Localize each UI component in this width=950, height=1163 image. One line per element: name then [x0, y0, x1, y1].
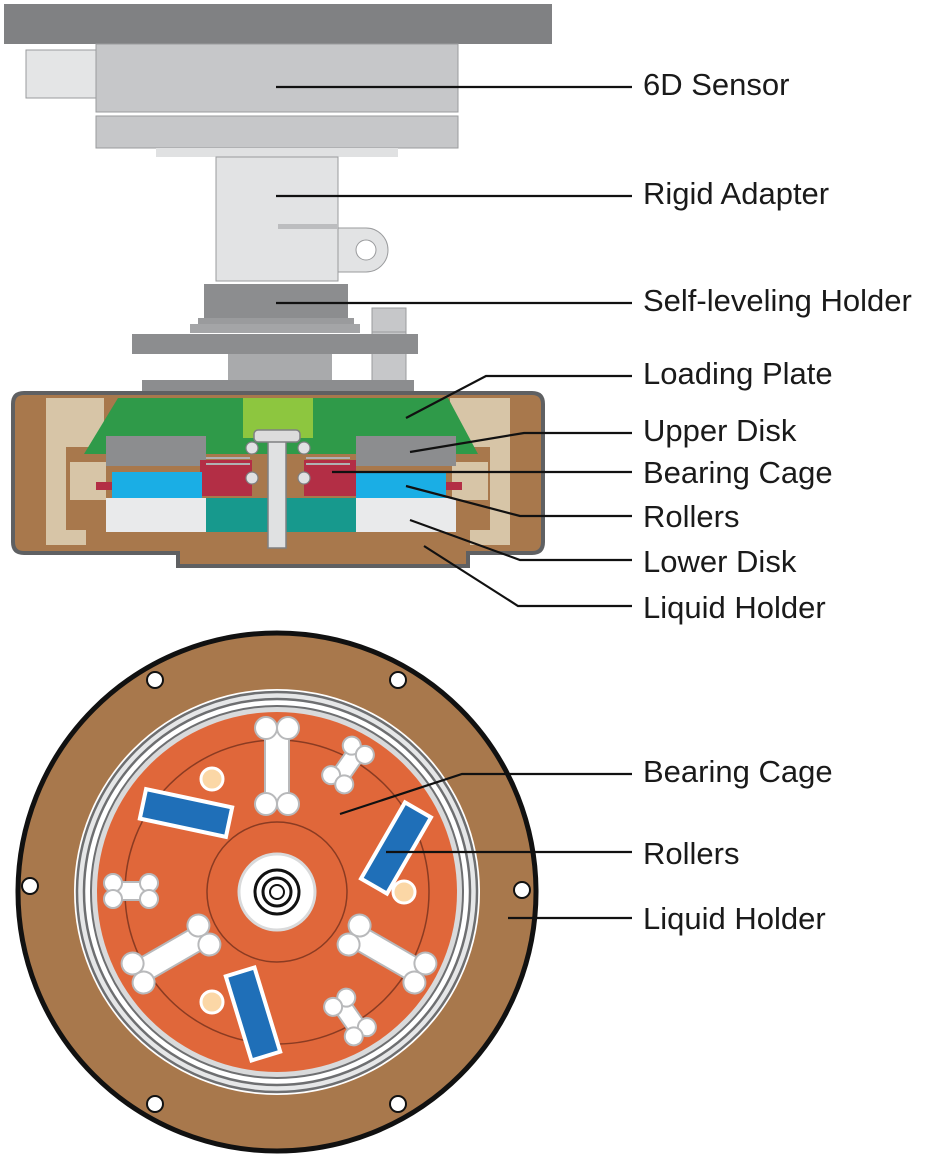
mount-hole-1: [146, 671, 164, 689]
roller-3: [223, 965, 283, 1063]
cage-slot-large-1: [254, 716, 300, 816]
sensor-side-tab: [25, 49, 99, 99]
leader-rollers: [405, 484, 632, 518]
hub: [237, 852, 317, 932]
cage-slot-small-3: [323, 987, 377, 1047]
label-top-bearing-cage: Bearing Cage: [643, 754, 833, 789]
mount-hole-5: [146, 1095, 164, 1113]
top-view-labels: Bearing Cage Rollers Liquid Holder: [643, 754, 833, 936]
label-upper-disk: Upper Disk: [643, 413, 797, 448]
cage-pin-2: [391, 879, 417, 905]
roller-left: [112, 472, 202, 498]
center-shaft: [267, 437, 287, 549]
self-leveling-holder-step-2: [190, 324, 360, 333]
spring-right: [306, 457, 350, 465]
cage-pins: [199, 766, 417, 1015]
cage-pin-1: [199, 766, 225, 792]
cage-slot-small-1: [321, 735, 375, 795]
side-post-cap: [371, 307, 407, 333]
hub-ring-2: [261, 876, 293, 908]
6d-sensor-body: [95, 43, 459, 113]
leader-liquid-holder: [423, 545, 632, 608]
side-view-leaders: [276, 85, 632, 608]
side-view: [4, 4, 552, 568]
self-leveling-holder-step-1: [198, 318, 354, 326]
inner-step-left: [70, 462, 106, 500]
top-view: [15, 630, 539, 1154]
roller-2: [358, 799, 434, 897]
label-6d-sensor: 6D Sensor: [643, 67, 789, 102]
rigid-adapter-body: [215, 156, 339, 282]
label-rollers: Rollers: [643, 499, 739, 534]
cage-slots: [103, 716, 438, 1047]
top-view-leaders: [339, 772, 632, 920]
rigid-adapter-hole: [355, 239, 377, 261]
leader-lower-disk: [409, 518, 632, 562]
mount-hole-4: [513, 881, 531, 899]
label-rigid-adapter: Rigid Adapter: [643, 176, 829, 211]
shaft-bolt-left-top: [245, 441, 259, 455]
sensor-flange: [156, 148, 398, 157]
loading-flange-plate: [132, 334, 418, 354]
label-top-liquid-holder: Liquid Holder: [643, 901, 826, 936]
label-loading-plate: Loading Plate: [643, 356, 833, 391]
label-lower-disk: Lower Disk: [643, 544, 797, 579]
label-liquid-holder: Liquid Holder: [643, 590, 826, 625]
cage-slot-large-2: [120, 913, 222, 995]
cage-track-inner: [206, 821, 348, 963]
mount-hole-3: [21, 877, 39, 895]
hub-ring-1: [253, 868, 301, 916]
leader-upper-disk: [409, 431, 632, 454]
bearing-cage-left: [200, 460, 252, 496]
mount-hole-6: [389, 1095, 407, 1113]
mounting-holes: [21, 671, 531, 1113]
cage-pin-3: [199, 989, 225, 1015]
cage-slot-small-2: [103, 873, 159, 909]
upper-disk-left: [106, 436, 206, 466]
loading-neck: [228, 354, 332, 380]
shaft-bolt-left: [245, 471, 259, 485]
machine-plate: [4, 4, 552, 44]
hub-ring-3: [269, 884, 285, 900]
rigid-adapter-slot: [278, 224, 338, 229]
lower-disk-left: [106, 498, 206, 532]
cage-slot-large-3: [336, 913, 438, 995]
leader-loading-plate: [405, 374, 632, 419]
6d-sensor-lower: [95, 115, 459, 149]
inner-step-right: [452, 462, 488, 500]
bearing-cage-outer-right: [444, 482, 462, 490]
shaft-bolt-right-top: [297, 441, 311, 455]
shaft-cap: [253, 429, 301, 443]
top-rollers: [137, 786, 434, 1063]
label-top-rollers: Rollers: [643, 836, 739, 871]
leader-top-bearing-cage: [339, 772, 632, 816]
roller-1: [137, 786, 235, 840]
side-view-labels: 6D Sensor Rigid Adapter Self-leveling Ho…: [643, 67, 912, 625]
bearing-cage-right: [304, 460, 356, 496]
upper-disk-right: [356, 436, 456, 466]
mount-hole-2: [389, 671, 407, 689]
label-bearing-cage: Bearing Cage: [643, 455, 833, 490]
bearing-cage-outer-left: [96, 482, 114, 490]
lower-disk-right: [356, 498, 456, 532]
shaft-bolt-right: [297, 471, 311, 485]
inner-wall-left: [46, 398, 104, 545]
spring-left: [206, 457, 250, 465]
label-self-leveling-holder: Self-leveling Holder: [643, 283, 912, 318]
